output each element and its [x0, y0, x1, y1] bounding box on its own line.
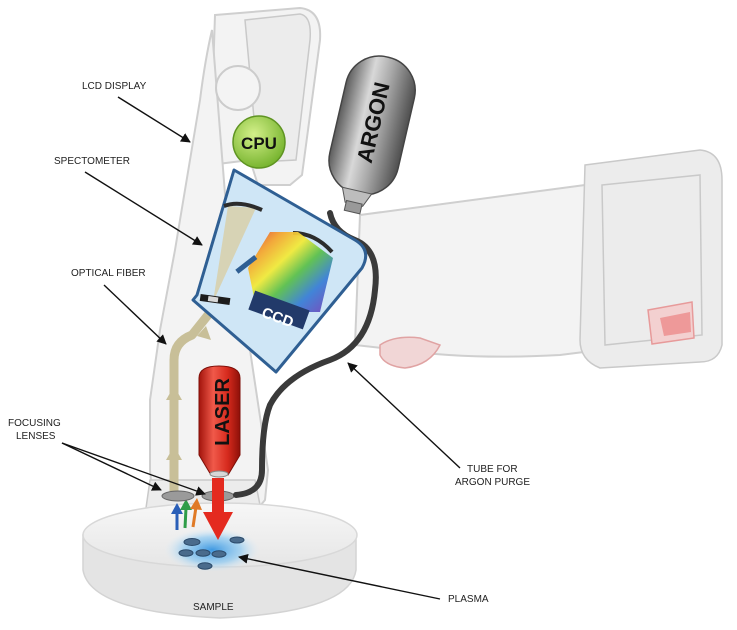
label-focusing-lenses-line1: FOCUSING: [8, 418, 61, 429]
cpu-label: CPU: [241, 134, 277, 153]
collimating-mirror: [223, 201, 263, 212]
ccd-detector: [248, 290, 310, 330]
laser: LASER: [198, 365, 241, 540]
argon-cylinder: ARGON: [328, 55, 416, 215]
label-tube-line2: ARGON PURGE: [455, 477, 530, 488]
spectrometer: CCD: [191, 168, 368, 374]
callout-labels: LCD DISPLAY SPECTOMETER OPTICAL FIBER FO…: [8, 81, 530, 613]
label-optical-fiber: OPTICAL FIBER: [71, 268, 146, 279]
dispersed-spectrum: [248, 232, 333, 312]
label-lcd-display: LCD DISPLAY: [82, 81, 147, 92]
optical-fiber: [166, 307, 216, 495]
laser-label: LASER: [212, 378, 234, 446]
plasma: [164, 528, 260, 572]
emission-arrows: [171, 498, 202, 530]
analyzer-body-outline: [144, 6, 723, 516]
cpu: CPU: [232, 115, 286, 169]
diffraction-grating: [235, 255, 258, 274]
laser-beam: [212, 478, 224, 514]
label-focusing-lenses-line2: LENSES: [16, 431, 56, 442]
label-plasma: PLASMA: [448, 594, 489, 605]
lens-left: [161, 490, 195, 502]
label-spectrometer: SPECTOMETER: [54, 156, 130, 167]
label-tube-line1: TUBE FOR: [467, 464, 518, 475]
leader-arrows: [61, 96, 461, 600]
label-sample: SAMPLE: [193, 602, 234, 613]
